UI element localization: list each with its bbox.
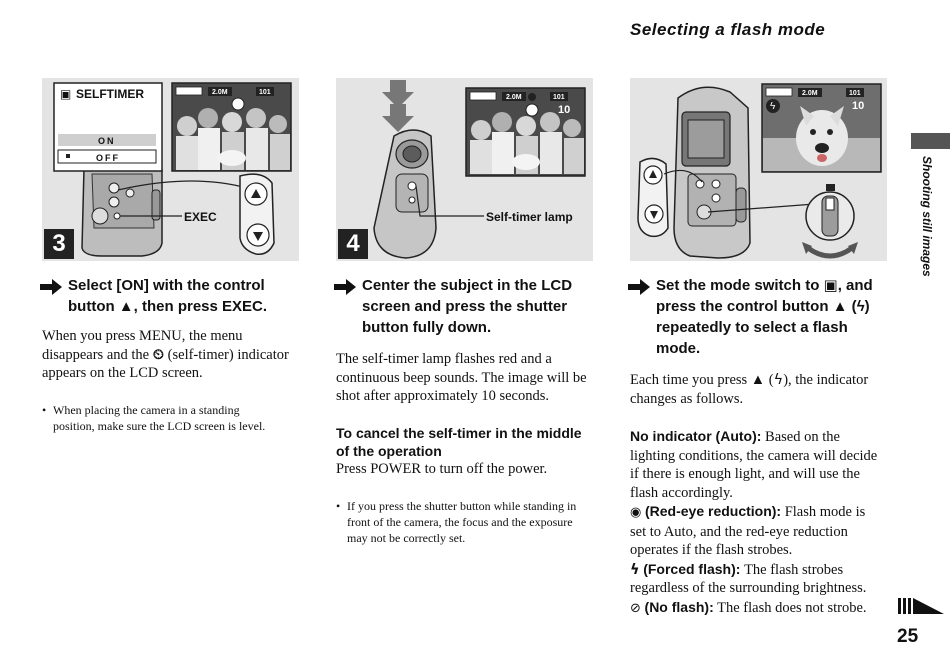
- note-line: position, make sure the LCD screen is le…: [53, 419, 266, 433]
- heading-line: Select [ON] with the control: [68, 277, 265, 294]
- step-4-illustration: 2.0M 101 10 Self-timer lamp 4: [336, 78, 593, 261]
- screen-folder: 101: [259, 89, 271, 96]
- heading-line: press the control button ▲ (ϟ): [656, 298, 870, 315]
- flash-mode-red-eye: ◉ (Red-eye reduction): Flash mode is set…: [630, 503, 866, 558]
- arrow-right-icon: [628, 279, 650, 295]
- screen-folder: 101: [553, 94, 565, 101]
- menu-option-on: ON: [98, 136, 116, 146]
- heading-line: button fully down.: [362, 319, 492, 336]
- note-line: may not be correctly set.: [347, 531, 466, 545]
- screen-resolution: 2.0M: [506, 94, 522, 101]
- screen-count: 10: [852, 100, 865, 112]
- body-line: disappears and the ⏲ (self-timer) indica…: [42, 346, 289, 363]
- cancel-text: Press POWER to turn off the power.: [336, 461, 548, 477]
- step-3-note: • When placing the camera in a standing …: [42, 402, 303, 434]
- screen-resolution: 2.0M: [212, 89, 228, 96]
- body-line: appears on the LCD screen.: [42, 365, 203, 381]
- step-number-badge: 3: [44, 229, 74, 259]
- step-4-heading: Center the subject in the LCD screen and…: [334, 275, 602, 338]
- step-3-illustration: ▣ SELFTIMER ON OFF 2.0M 101 EXEC 3: [42, 78, 299, 261]
- section-tab-label: Shooting still images: [920, 156, 934, 277]
- red-eye-icon: ◉: [630, 505, 642, 520]
- heading-line: repeatedly to select a flash: [656, 319, 848, 336]
- heading-line: mode.: [656, 340, 701, 357]
- menu-option-off: OFF: [96, 153, 120, 163]
- section-tab-marker: [911, 133, 950, 149]
- note-line: When placing the camera in a standing: [53, 403, 240, 417]
- step-4-note: • If you press the shutter button while …: [336, 498, 597, 546]
- body-line: shot after approximately 10 seconds.: [336, 388, 550, 404]
- mode-switch-body: Each time you press ▲ (ϟ), the indicator…: [630, 371, 895, 408]
- step-4-body: The self-timer lamp flashes red and a co…: [336, 350, 598, 406]
- heading-line: Set the mode switch to ▣, and: [656, 277, 873, 294]
- screen-resolution: 2.0M: [802, 90, 818, 97]
- cancel-subheading: To cancel the self-timer in the middle o…: [336, 424, 598, 460]
- mode-switch-heading: Set the mode switch to ▣, and press the …: [628, 275, 896, 359]
- note-line: front of the camera, the focus and the e…: [347, 515, 573, 529]
- body-line: Each time you press ▲ (ϟ), the indicator: [630, 372, 869, 388]
- exec-label: EXEC: [184, 210, 217, 224]
- bullet-icon: •: [336, 499, 341, 513]
- arrow-right-icon: [334, 279, 356, 295]
- body-line: continuous beep sounds. The image will b…: [336, 369, 587, 386]
- flash-icon: ϟ: [770, 101, 776, 112]
- continued-arrow-icon: [898, 598, 944, 614]
- flash-mode-no-flash: ⊘ (No flash): The flash does not strobe.: [630, 598, 867, 616]
- heading-line: Center the subject in the LCD: [362, 277, 573, 294]
- subheading-line: To cancel the self-timer in the middle: [336, 425, 582, 441]
- body-line: When you press MENU, the menu: [42, 328, 243, 344]
- heading-line: button ▲, then press EXEC.: [68, 298, 268, 315]
- self-timer-lamp-label: Self-timer lamp: [486, 210, 573, 224]
- arrow-right-icon: [40, 279, 62, 295]
- step-3-body: When you press MENU, the menu disappears…: [42, 327, 304, 383]
- body-line: changes as follows.: [630, 390, 744, 407]
- mode-name: (Forced flash):: [643, 560, 741, 577]
- note-line: If you press the shutter button while st…: [347, 499, 577, 513]
- flash-icon: ϟ: [856, 298, 865, 315]
- mode-switch-illustration: 2.0M 101 10 ϟ: [630, 78, 887, 261]
- flash-icon: ϟ: [630, 561, 640, 578]
- flash-mode-forced: ϟ (Forced flash): The flash strobes rega…: [630, 560, 867, 597]
- mode-name: No indicator (Auto):: [630, 428, 762, 444]
- page-number: 25: [897, 626, 919, 647]
- camera-icon: ▣: [60, 87, 72, 101]
- step-number-badge: 4: [338, 229, 368, 259]
- mode-name: (Red-eye reduction):: [644, 503, 782, 519]
- camera-icon: ▣: [823, 277, 838, 294]
- subheading-line: of the operation: [336, 443, 442, 459]
- screen-count: 10: [558, 104, 571, 116]
- no-flash-icon: ⊘: [630, 600, 641, 616]
- bullet-icon: •: [42, 403, 47, 417]
- mode-name: (No flash):: [644, 598, 714, 615]
- flash-mode-list: No indicator (Auto): Based on the lighti…: [630, 427, 900, 618]
- body-line: The self-timer lamp flashes red and a: [336, 351, 552, 367]
- flash-icon: ϟ: [773, 372, 784, 388]
- menu-title: SELFTIMER: [76, 87, 144, 101]
- flash-mode-auto: No indicator (Auto): Based on the lighti…: [630, 428, 878, 501]
- screen-folder: 101: [849, 90, 861, 97]
- self-timer-icon: ⏲: [152, 346, 165, 363]
- heading-line: screen and press the shutter: [362, 298, 568, 315]
- page-title: Selecting a flash mode: [630, 20, 826, 39]
- step-3-heading: Select [ON] with the control button ▲, t…: [40, 275, 308, 317]
